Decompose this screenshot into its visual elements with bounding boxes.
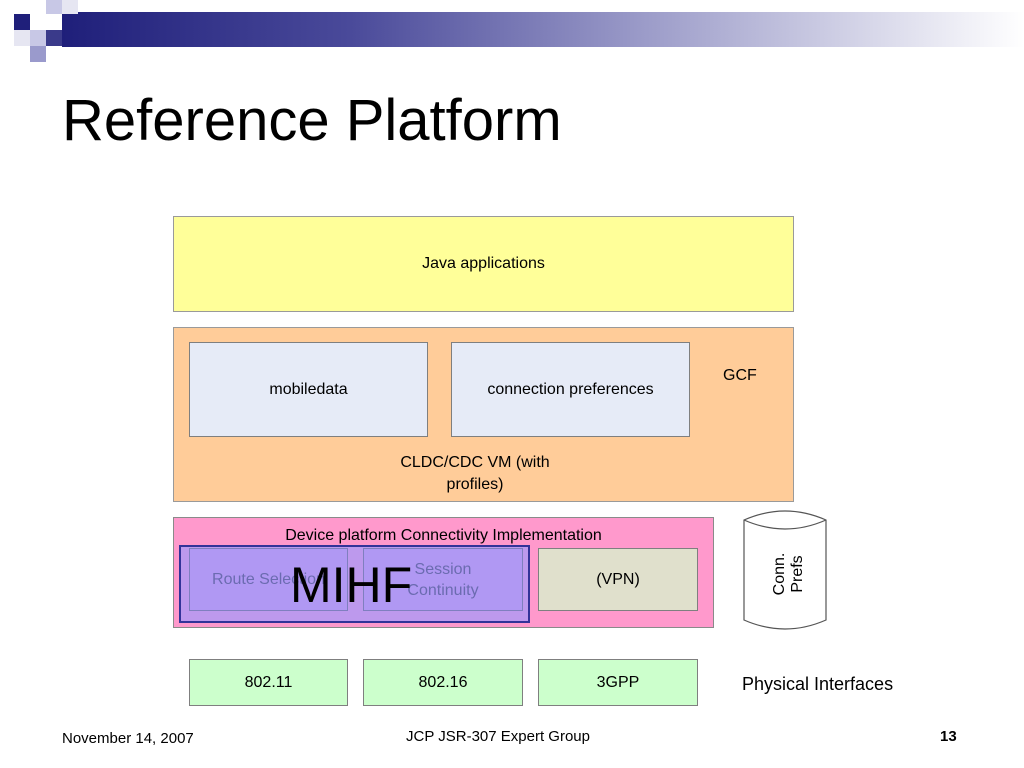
session-continuity-line2: Continuity <box>407 581 479 599</box>
footer-date: November 14, 2007 <box>62 730 194 747</box>
interface-80211-box: 802.11 <box>189 659 348 706</box>
footer-group: JCP JSR-307 Expert Group <box>406 728 590 745</box>
mobiledata-box: mobiledata <box>189 342 428 437</box>
mihf-label: MIHF <box>290 557 413 613</box>
physical-interfaces-label: Physical Interfaces <box>742 674 894 694</box>
vm-label-line1: CLDC/CDC VM (with <box>400 454 550 471</box>
java-applications-label: Java applications <box>422 255 545 272</box>
page-number: 13 <box>940 728 957 745</box>
vpn-label: (VPN) <box>596 570 640 588</box>
route-selection-box: Route Selection <box>189 548 348 611</box>
route-selection-label: Route Selection <box>212 570 325 588</box>
header-gradient-bar <box>62 12 1024 47</box>
device-platform-label: Device platform Connectivity Implementat… <box>285 527 602 544</box>
connection-preferences-box: connection preferences <box>451 342 690 437</box>
vm-label: CLDC/CDC VM (with profiles) <box>374 452 576 496</box>
header-squares-logo <box>0 0 80 62</box>
interface-80216-box: 802.16 <box>363 659 523 706</box>
interface-3gpp-label: 3GPP <box>596 673 640 691</box>
conn-prefs-line1: Conn. <box>771 552 788 596</box>
vpn-box: (VPN) <box>538 548 698 611</box>
slide-title: Reference Platform <box>62 88 562 153</box>
interface-80211-label: 802.11 <box>244 673 293 691</box>
vm-label-line2: profiles) <box>446 476 504 493</box>
mobiledata-label: mobiledata <box>269 380 348 398</box>
conn-prefs-cylinder <box>743 510 827 630</box>
session-continuity-line1: Session <box>414 560 472 578</box>
interface-3gpp-box: 3GPP <box>538 659 698 706</box>
interface-80216-label: 802.16 <box>418 673 468 691</box>
conn-prefs-line2: Prefs <box>789 555 806 593</box>
java-applications-box: Java applications <box>173 216 794 312</box>
session-continuity-box: Session Continuity <box>363 548 523 611</box>
conn-prefs-label: Conn. Prefs <box>771 534 807 614</box>
gcf-label: GCF <box>723 367 757 384</box>
connection-preferences-label: connection preferences <box>487 380 654 398</box>
